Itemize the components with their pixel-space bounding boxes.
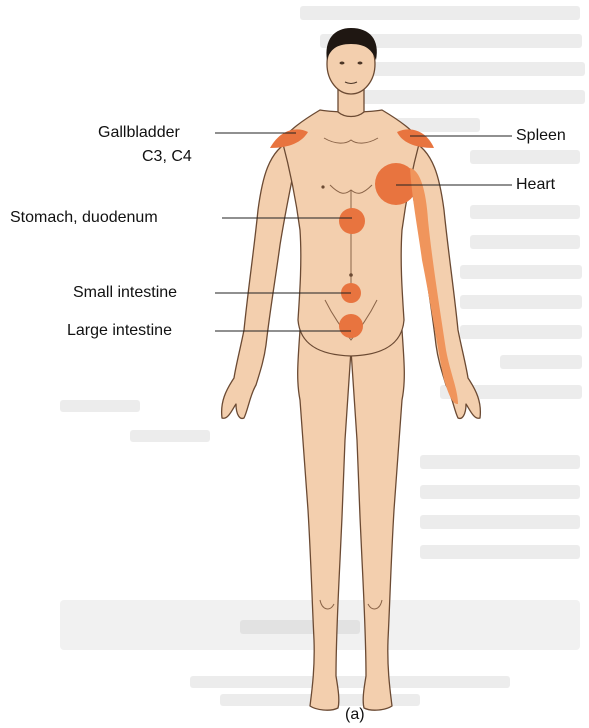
label-stomach-duodenum: Stomach, duodenum (10, 209, 158, 227)
label-large-intestine: Large intestine (67, 322, 172, 340)
figure-caption: (a) (345, 706, 365, 724)
label-cervical-c3-c4: C3, C4 (142, 148, 192, 166)
pain-area-stomach-duodenum (339, 208, 365, 234)
label-spleen: Spleen (516, 127, 566, 145)
label-heart: Heart (516, 176, 555, 194)
label-small-intestine: Small intestine (73, 284, 177, 302)
body-silhouette (222, 34, 481, 710)
pain-area-large-intestine (339, 314, 363, 338)
label-gallbladder: Gallbladder (98, 124, 180, 142)
